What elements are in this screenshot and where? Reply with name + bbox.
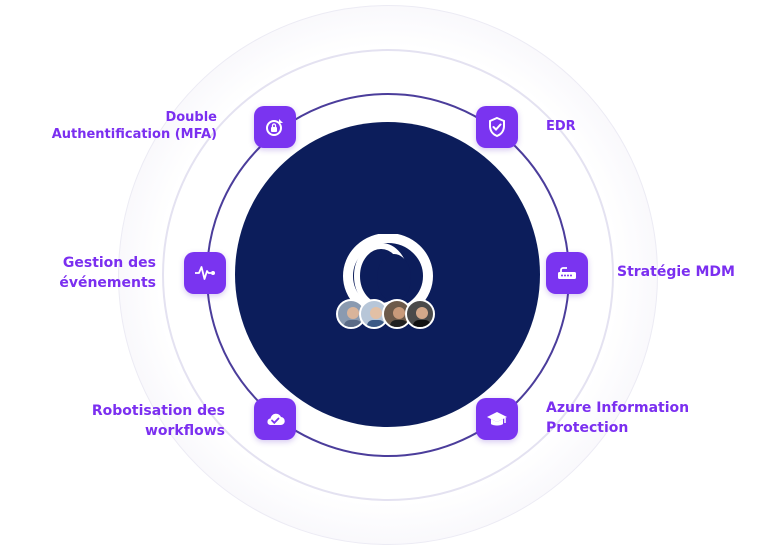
edr-node [476,106,518,148]
workflows-label: Robotisation des workflows [91,403,225,439]
edr-label: EDR [546,119,576,134]
mfa-label: Double Authentification (MFA) [51,110,217,142]
graduation-cap-icon [487,412,507,426]
team-avatar [405,299,435,329]
mdm-node [546,252,588,294]
aip-label: Azure Information Protection [546,400,690,436]
cloud-check-icon [267,413,285,426]
pulse-icon [195,266,215,280]
lock-refresh-icon [266,119,283,136]
workflows-node [254,398,296,440]
device-icon [558,267,576,279]
events-label: Gestion des événements [59,255,156,291]
shield-check-icon [489,116,505,138]
mdm-label: Stratégie MDM [617,264,735,280]
mfa-node [254,106,296,148]
events-node [184,252,226,294]
aip-node [476,398,518,440]
